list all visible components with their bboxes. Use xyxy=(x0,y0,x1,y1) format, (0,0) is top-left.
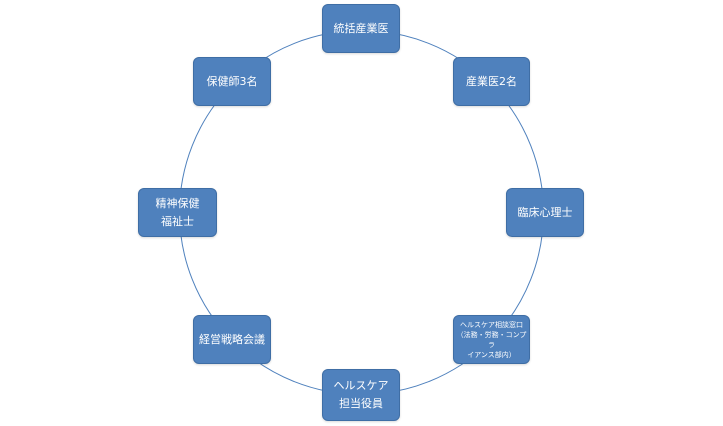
node-label: 保健師3名 xyxy=(206,74,258,88)
node-healthcare-officer: ヘルスケア 担当役員 xyxy=(322,369,400,421)
node-label: 経営戦略会議 xyxy=(199,332,265,346)
node-occupational-physicians: 産業医2名 xyxy=(453,57,530,106)
node-label: 産業医2名 xyxy=(466,74,517,88)
node-label: 精神保健 福祉士 xyxy=(155,196,200,228)
node-clinical-psychologist: 臨床心理士 xyxy=(506,188,584,237)
node-healthcare-consultation-desk: ヘルスケア相談窓口 （法務・労務・コンプラ イアンス部内） xyxy=(453,315,530,364)
node-label: ヘルスケア 担当役員 xyxy=(333,379,389,410)
node-management-strategy-meeting: 経営戦略会議 xyxy=(193,315,271,364)
node-label: 統括産業医 xyxy=(333,21,389,35)
node-chief-occupational-physician: 統括産業医 xyxy=(322,4,400,53)
node-public-health-nurses: 保健師3名 xyxy=(193,57,271,106)
node-label: 臨床心理士 xyxy=(517,205,573,219)
node-psychiatric-social-worker: 精神保健 福祉士 xyxy=(138,188,217,237)
node-label: ヘルスケア相談窓口 （法務・労務・コンプラ イアンス部内） xyxy=(456,320,527,359)
